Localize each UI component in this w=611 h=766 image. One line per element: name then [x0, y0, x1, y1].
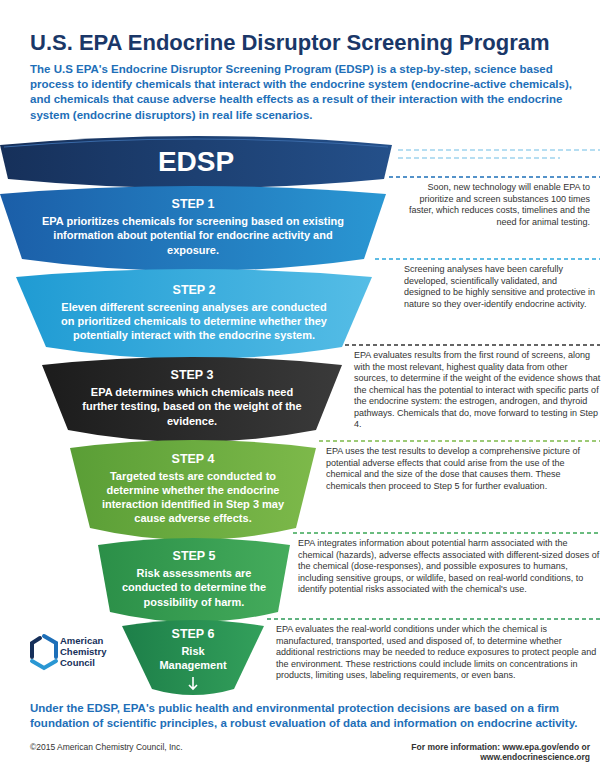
step-heading: STEP 4: [172, 452, 215, 467]
logo-stroke: [32, 661, 56, 668]
band-fill: [122, 620, 264, 695]
rim-dashes: [398, 150, 600, 158]
funnel-rim: EDSP: [0, 136, 392, 188]
funnel-band: STEP 1 EPA prioritizes chemicals for scre…: [0, 186, 386, 271]
dashed-leader: [267, 618, 600, 619]
band-fill: [98, 538, 290, 622]
dashed-line: [398, 149, 600, 151]
funnel-band: STEP 2 Eleven different screening analyse…: [16, 269, 372, 359]
band-fill: [70, 440, 316, 540]
rim-highlight: [4, 139, 388, 147]
step-body: Eleven different screening analyses are …: [54, 300, 334, 342]
step-heading: STEP 2: [173, 283, 216, 298]
step-heading: STEP 5: [173, 549, 216, 564]
logo-stroke: [44, 636, 56, 657]
step-body: Risk Management: [152, 644, 234, 672]
step-heading: STEP 1: [172, 197, 215, 212]
step-heading: STEP 6: [172, 627, 215, 642]
acc-logo-icon: [32, 636, 56, 668]
copyright: ©2015 American Chemistry Council, Inc.: [30, 742, 330, 752]
step-body: Risk assessments are conducted to determ…: [116, 566, 272, 608]
intro-text: The U.S EPA's Endocrine Disruptor Screen…: [30, 62, 582, 123]
step-body: Targeted tests are conducted to determin…: [96, 469, 290, 525]
dashed-leader: [375, 258, 600, 259]
funnel-band: STEP 6 Risk Management: [122, 620, 264, 695]
funnel-band: STEP 3 EPA determines which chemicals nee…: [42, 357, 342, 442]
dashed-line: [398, 157, 560, 159]
caption: Under the EDSP, EPA's public health and …: [30, 701, 582, 731]
dashed-leader: [345, 344, 600, 345]
step-heading: EDSP: [158, 145, 234, 179]
funnel-band: STEP 5 Risk assessments are conducted to …: [98, 538, 290, 622]
step-body: EPA determines which chemicals need furt…: [76, 385, 308, 427]
step-body: EPA prioritizes chemicals for screening …: [32, 214, 354, 256]
more-info: For more information: www.epa.gov/endo o…: [300, 742, 590, 762]
side-note: Soon, new technology will enable EPA to …: [400, 182, 590, 228]
title: U.S. EPA Endocrine Disruptor Screening P…: [30, 30, 590, 56]
down-arrow: [189, 677, 197, 689]
logo-text: American Chemistry Council: [60, 636, 120, 669]
logo-stroke: [32, 638, 40, 657]
band-fill: [16, 269, 372, 359]
funnel-band: STEP 4 Targeted tests are conducted to de…: [70, 440, 316, 540]
band-fill: [0, 136, 392, 188]
side-note: EPA integrates information about potenti…: [298, 538, 600, 596]
dashed-leader: [389, 176, 600, 177]
side-note: Screening analyses have been carefully d…: [404, 264, 596, 310]
side-note: EPA uses the test results to develop a c…: [326, 446, 598, 492]
step-heading: STEP 3: [171, 368, 214, 383]
side-note: EPA evaluates the real-world conditions …: [276, 624, 600, 682]
band-fill: [42, 357, 342, 442]
band-fill: [0, 186, 386, 271]
band-shape: [16, 269, 372, 359]
dashed-leader: [319, 440, 600, 441]
dashed-leader: [293, 532, 600, 533]
side-note: EPA evaluates results from the first rou…: [354, 350, 602, 431]
